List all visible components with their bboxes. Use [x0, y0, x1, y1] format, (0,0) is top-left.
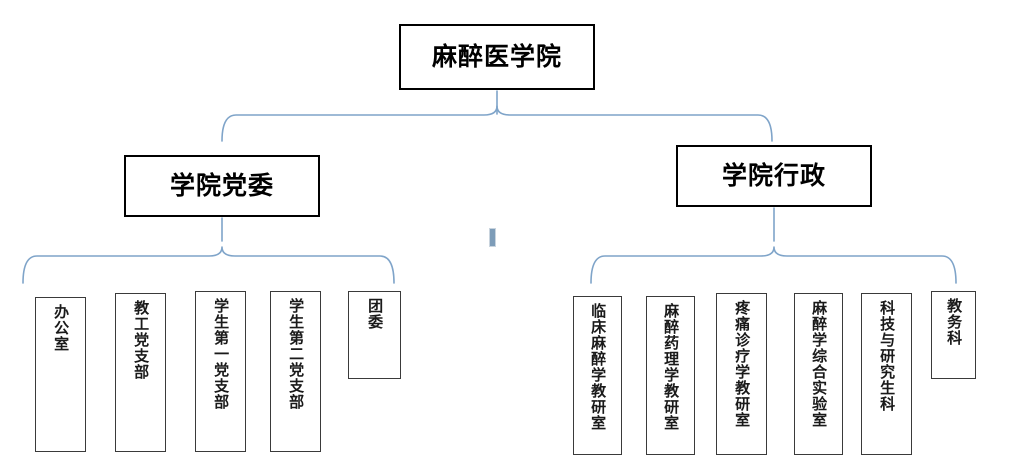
node-anesthetic-pharmacology-teaching-office-label: 麻醉药理学教研室 [662, 303, 681, 431]
node-youth-league-committee-label: 团委 [366, 298, 385, 330]
node-anesthesiology-comprehensive-lab-label: 麻醉学综合实验室 [810, 300, 829, 428]
node-root-label: 麻醉医学院 [431, 42, 562, 72]
node-student-party-branch-2-label: 学生第二党支部 [287, 298, 306, 410]
node-pain-diagnosis-teaching-office-label: 疼痛诊疗学教研室 [733, 300, 752, 428]
connector-right-bar [590, 246, 957, 284]
node-faculty-party-branch[interactable]: 教工党支部 [115, 293, 166, 452]
connector-left-bar [22, 246, 395, 284]
node-student-party-branch-1[interactable]: 学生第一党支部 [195, 291, 246, 452]
node-administration-label: 学院行政 [721, 161, 826, 191]
node-academic-affairs-section-label: 教务科 [945, 298, 964, 346]
node-clinical-anesthesiology-teaching-office-label: 临床麻醉学教研室 [589, 303, 608, 431]
connector-root-bar [221, 105, 773, 142]
node-student-party-branch-2[interactable]: 学生第二党支部 [270, 291, 321, 452]
stray-shape-marker[interactable] [489, 228, 496, 247]
node-pain-diagnosis-teaching-office[interactable]: 疼痛诊疗学教研室 [716, 293, 767, 455]
node-academic-affairs-section[interactable]: 教务科 [931, 291, 976, 379]
node-anesthesiology-comprehensive-lab[interactable]: 麻醉学综合实验室 [794, 293, 843, 455]
node-office-label: 办公室 [52, 304, 71, 352]
node-clinical-anesthesiology-teaching-office[interactable]: 临床麻醉学教研室 [573, 296, 622, 455]
node-youth-league-committee[interactable]: 团委 [348, 291, 401, 379]
node-office[interactable]: 办公室 [35, 297, 86, 452]
node-anesthetic-pharmacology-teaching-office[interactable]: 麻醉药理学教研室 [646, 296, 695, 455]
node-faculty-party-branch-label: 教工党支部 [132, 300, 151, 380]
node-party-committee-label: 学院党委 [169, 171, 274, 201]
node-student-party-branch-1-label: 学生第一党支部 [212, 298, 231, 410]
node-root[interactable]: 麻醉医学院 [399, 24, 595, 90]
node-science-technology-graduate-section[interactable]: 科技与研究生科 [861, 293, 912, 455]
node-administration[interactable]: 学院行政 [676, 145, 872, 207]
node-science-technology-graduate-section-label: 科技与研究生科 [878, 300, 897, 412]
node-party-committee[interactable]: 学院党委 [124, 155, 320, 217]
